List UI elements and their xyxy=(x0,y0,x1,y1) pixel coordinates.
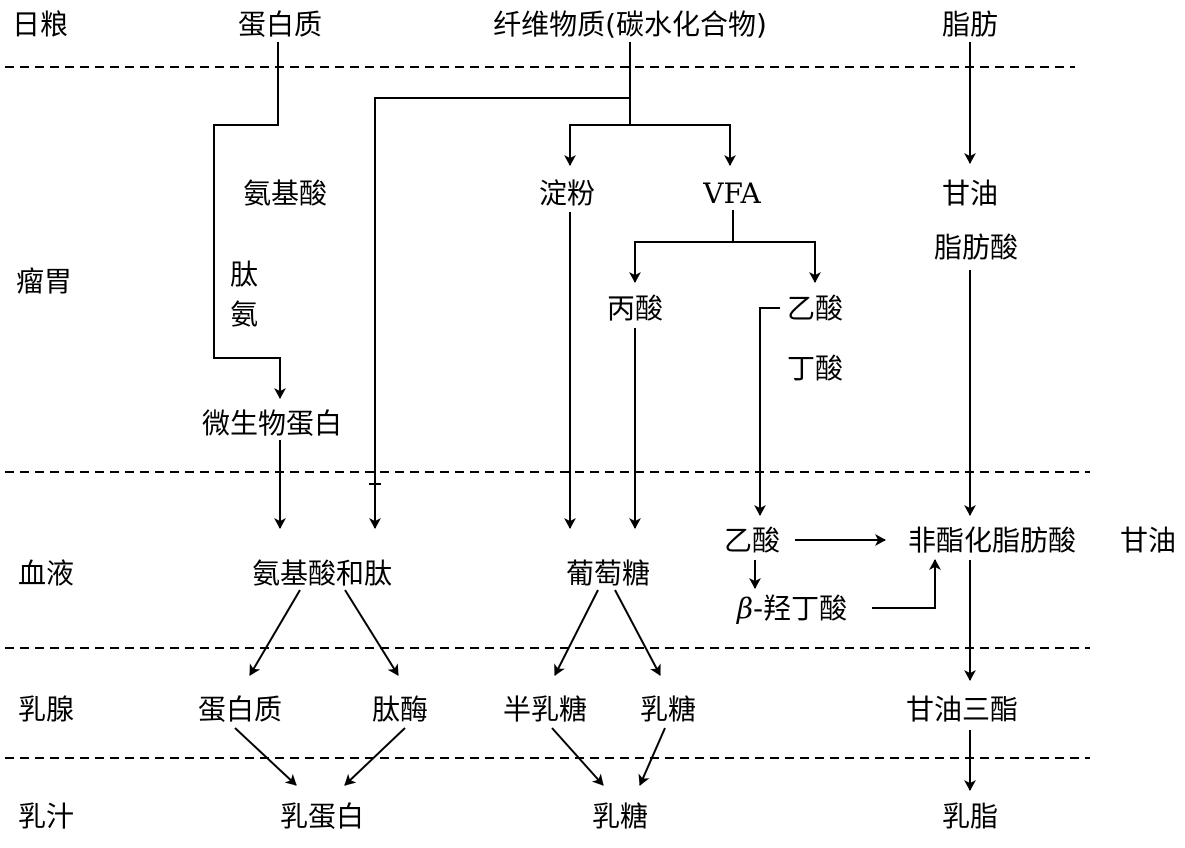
arrow-glucose-to-galactose xyxy=(554,589,599,676)
bhb-beta-symbol: β xyxy=(736,592,754,625)
node-feed-fiber: 纤维物质(碳水化合物) xyxy=(493,8,767,41)
row-label-mammary: 乳腺 xyxy=(18,693,75,726)
arrow-fiber-to-starch xyxy=(564,124,630,166)
node-acetate-blood: 乙酸 xyxy=(723,524,781,557)
node-peptide: 肽 xyxy=(229,258,259,291)
row-label-rumen: 瘤胃 xyxy=(16,265,73,298)
node-triglyceride: 甘油三酯 xyxy=(905,693,1019,726)
arrow-vfa-to-propionate xyxy=(629,241,733,283)
row-label-feed: 日粮 xyxy=(12,8,69,41)
node-amino-acids: 氨基酸 xyxy=(242,177,328,210)
node-nefa: 非酯化脂肪酸 xyxy=(907,524,1077,557)
node-milk-protein: 乳蛋白 xyxy=(279,800,365,833)
node-lactose-mammary: 乳糖 xyxy=(639,693,697,726)
node-feed-fat: 脂肪 xyxy=(941,8,999,41)
node-milk-lactose: 乳糖 xyxy=(591,800,649,833)
row-label-milk: 乳汁 xyxy=(18,800,75,833)
arrow-vfa-to-acetate xyxy=(733,241,821,283)
row-label-blood: 血液 xyxy=(18,557,75,590)
node-fatty-acid-rumen: 脂肪酸 xyxy=(933,231,1019,264)
node-propionate: 丙酸 xyxy=(606,292,664,325)
node-aa-peptide: 氨基酸和肽 xyxy=(251,557,393,590)
arrow-mammary-protein-to-milk-protein xyxy=(234,727,297,786)
arrow-protein-to-microbial-protein xyxy=(213,42,286,399)
arrow-aa-to-mammary-protein xyxy=(249,589,301,676)
node-glycerol-blood: 甘油 xyxy=(1119,524,1177,557)
node-vfa: VFA xyxy=(703,177,761,210)
arrow-glucose-to-lactose xyxy=(614,589,661,676)
node-glucose: 葡萄糖 xyxy=(565,557,651,590)
node-ammonia: 氨 xyxy=(229,298,259,331)
arrow-galactose-to-milk-lactose xyxy=(551,727,604,786)
node-bhb: β-羟丁酸 xyxy=(737,592,847,626)
node-acetate-rumen: 乙酸 xyxy=(786,292,844,325)
node-glycerol-rumen: 甘油 xyxy=(941,177,999,210)
node-mammary-protein: 蛋白质 xyxy=(197,693,283,726)
node-peptidase: 肽酶 xyxy=(371,693,429,726)
arrow-bhb-to-nefa xyxy=(872,559,941,609)
node-microbial-protein: 微生物蛋白 xyxy=(201,407,343,440)
bhb-label: -羟丁酸 xyxy=(753,592,848,625)
node-feed-protein: 蛋白质 xyxy=(237,8,323,41)
node-butyrate: 丁酸 xyxy=(786,352,844,385)
arrow-aa-to-peptidase xyxy=(344,589,399,676)
arrow-peptidase-to-milk-protein xyxy=(344,727,406,786)
arrow-acetate-rumen-to-blood xyxy=(754,307,780,516)
arrow-fiber-bypass-to-aa-peptide xyxy=(369,42,631,529)
arrow-lactose-to-milk-lactose xyxy=(638,727,666,786)
node-milk-fat: 乳脂 xyxy=(941,800,999,833)
arrow-fiber-to-vfa xyxy=(630,124,736,166)
node-starch: 淀粉 xyxy=(538,177,596,210)
node-galactose: 半乳糖 xyxy=(502,693,588,726)
